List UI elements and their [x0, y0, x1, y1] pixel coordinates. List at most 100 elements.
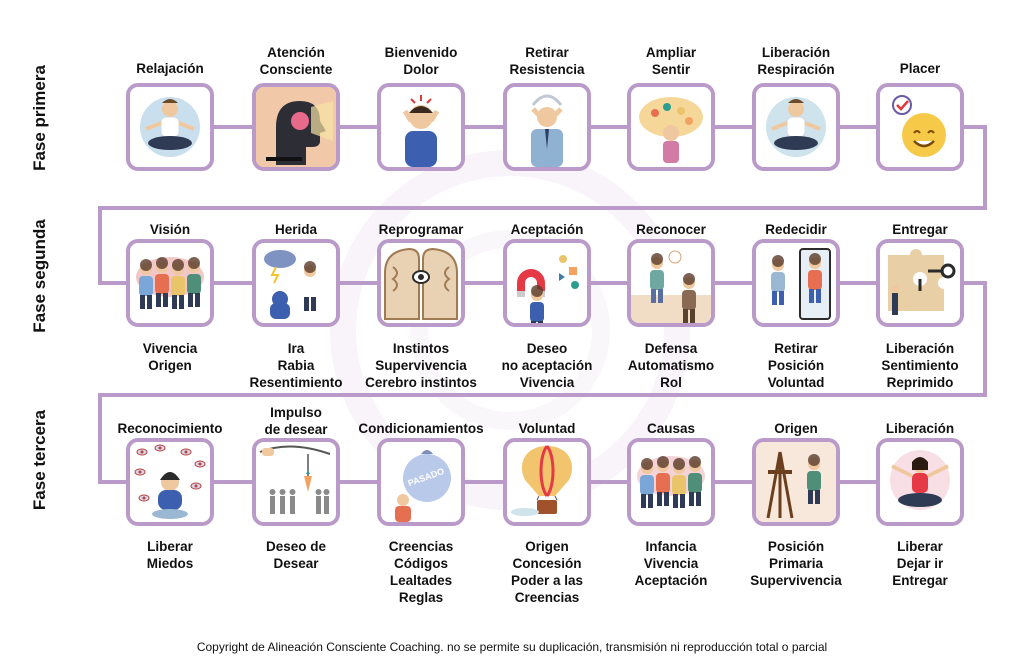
- step-title: Herida: [231, 221, 361, 238]
- step-title: Aceptación: [482, 221, 612, 238]
- step-illustration: [752, 83, 840, 171]
- step-illustration: [627, 239, 715, 327]
- step-description-line: Supervivencia: [750, 573, 842, 588]
- step-illustration: [627, 83, 715, 171]
- step-title: Voluntad: [482, 420, 612, 437]
- step-title-line: Respiración: [757, 62, 835, 77]
- step-description-line: Liberación: [885, 341, 955, 356]
- step-description-line: Automatismo: [627, 358, 715, 373]
- phase-label: Fase tercera: [30, 409, 49, 511]
- step-title: Liberación: [855, 420, 985, 437]
- step-description-line: Posición: [767, 539, 825, 554]
- step-title-line: Herida: [274, 222, 318, 237]
- step-illustration: [752, 239, 840, 327]
- step-title-line: Liberación: [885, 421, 955, 436]
- emotions-cloud-icon: [631, 87, 711, 167]
- meditation-icon: [130, 87, 210, 167]
- step-description-line: Infancia: [645, 539, 697, 554]
- step-illustration: [377, 83, 465, 171]
- step-title-line: Redecidir: [765, 222, 827, 237]
- step-description-line: Códigos: [394, 556, 448, 571]
- step-description-line: Retirar: [774, 341, 818, 356]
- hot-air-balloon-icon: [507, 442, 587, 522]
- step-title: Relajación: [105, 60, 235, 77]
- step-description-line: Deseo de: [265, 539, 327, 554]
- step-illustration: [252, 438, 340, 526]
- step-title-line: Aceptación: [510, 222, 584, 237]
- family-group-icon: [631, 442, 711, 522]
- step-description-line: Deseo: [526, 341, 568, 356]
- copyright-notice: Copyright de Alineación Consciente Coach…: [196, 640, 828, 654]
- step-title-line: Voluntad: [518, 421, 576, 436]
- step-description-line: Reprimido: [886, 375, 954, 390]
- step-title-line: Sentir: [651, 62, 691, 77]
- caged-person-icon: [507, 87, 587, 167]
- step-description-line: Liberar: [897, 539, 943, 554]
- step-title-line: Visión: [149, 222, 191, 237]
- step-description-line: Rol: [660, 375, 682, 390]
- step-illustration: [252, 239, 340, 327]
- step-title: Visión: [105, 221, 235, 238]
- step-title: Condicionamientos: [356, 420, 486, 437]
- step-description-line: Posición: [767, 358, 825, 373]
- step-title-line: Causas: [646, 421, 696, 436]
- step-title-line: Entregar: [892, 222, 948, 237]
- step-illustration: [876, 83, 964, 171]
- step-description-line: Liberar: [147, 539, 193, 554]
- step-title: Causas: [606, 420, 736, 437]
- step-description-line: Primaria: [768, 556, 824, 571]
- step-title: Reprogramar: [356, 221, 486, 238]
- step-title-line: Relajación: [136, 61, 204, 76]
- step-illustration: [503, 438, 591, 526]
- step-description-line: Desear: [273, 556, 319, 571]
- turn-connector: [98, 281, 987, 484]
- step-description-line: Origen: [525, 539, 569, 554]
- pain-person-icon: [381, 87, 461, 167]
- step-illustration: [126, 239, 214, 327]
- step-description-line: Creencias: [514, 590, 580, 605]
- step-title-line: Origen: [774, 421, 818, 436]
- step-illustration: [126, 438, 214, 526]
- step-description-line: Poder a las: [510, 573, 584, 588]
- step-description-line: Miedos: [146, 556, 194, 571]
- step-description-line: Origen: [148, 358, 192, 373]
- step-title-line: Placer: [899, 61, 941, 76]
- step-title: Entregar: [855, 221, 985, 238]
- step-description-line: Defensa: [644, 341, 698, 356]
- turn-connector: [98, 125, 987, 285]
- head-profile-icon: [256, 87, 336, 167]
- brain-faces-icon: [381, 243, 461, 323]
- step-description-line: Cerebro instintos: [365, 375, 477, 390]
- phase-label: Fase primera: [30, 65, 49, 171]
- step-description-line: Reglas: [398, 590, 444, 605]
- step-title-line: Reprogramar: [378, 222, 464, 237]
- step-description-line: Vivencia: [142, 341, 198, 356]
- step-illustration: [252, 83, 340, 171]
- step-description-line: Aceptación: [634, 573, 708, 588]
- step-title: Reconocer: [606, 221, 736, 238]
- phase-label: Fase segunda: [30, 219, 49, 333]
- step-title: Redecidir: [731, 221, 861, 238]
- step-description-line: Concesión: [512, 556, 582, 571]
- mirror-icon: [756, 243, 836, 323]
- step-description-line: Vivencia: [519, 375, 575, 390]
- step-description-line: Creencias: [388, 539, 454, 554]
- step-illustration: [876, 239, 964, 327]
- step-title-line: Ampliar: [645, 45, 697, 60]
